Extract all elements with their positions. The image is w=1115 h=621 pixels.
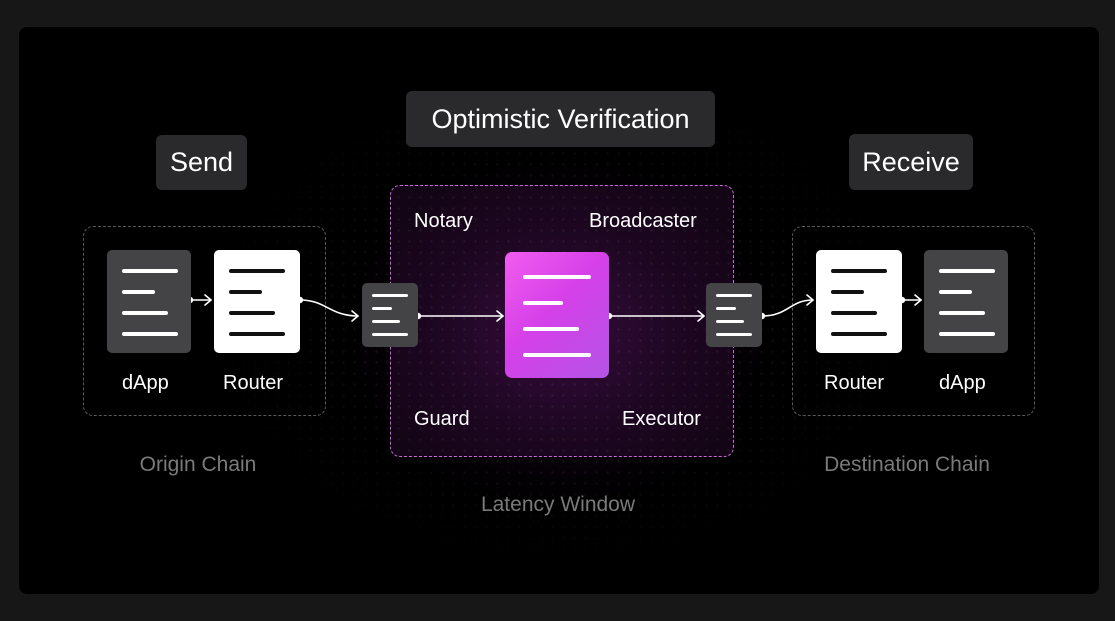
- send-header: Send: [156, 135, 247, 190]
- broadcaster-label: Broadcaster: [589, 210, 697, 232]
- notary-label: Notary: [414, 210, 473, 232]
- destination-chain-box: [792, 226, 1035, 416]
- origin-router-document-icon: [214, 250, 300, 353]
- left-message-document-icon: [362, 283, 418, 347]
- executor-label: Executor: [622, 408, 701, 430]
- guard-label: Guard: [414, 408, 470, 430]
- destination-dapp-label: dApp: [939, 372, 986, 394]
- origin-chain-caption: Origin Chain: [139, 453, 257, 476]
- origin-chain-box: [83, 226, 326, 416]
- right-message-document-icon: [706, 283, 762, 347]
- destination-dapp-document-icon: [924, 250, 1008, 353]
- destination-chain-caption: Destination Chain: [824, 453, 990, 476]
- optimistic-verification-header: Optimistic Verification: [406, 91, 715, 147]
- origin-router-label: Router: [223, 372, 284, 394]
- verification-document-icon: [505, 252, 609, 378]
- origin-dapp-label: dApp: [122, 372, 169, 394]
- latency-window-caption: Latency Window: [480, 493, 636, 516]
- destination-router-label: Router: [824, 372, 885, 394]
- origin-dapp-document-icon: [107, 250, 191, 353]
- receive-header: Receive: [849, 134, 973, 190]
- destination-router-document-icon: [816, 250, 902, 353]
